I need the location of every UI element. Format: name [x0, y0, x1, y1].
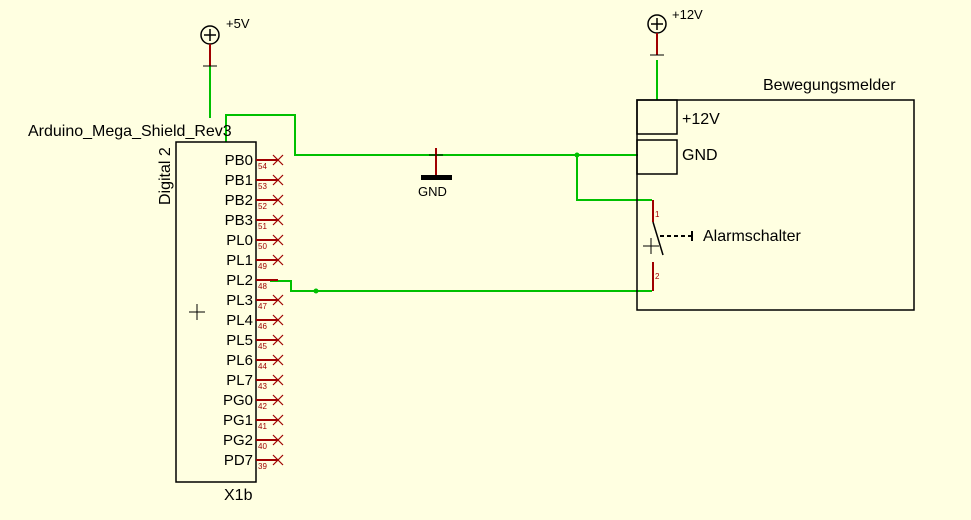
wires	[209, 60, 658, 292]
no-connect-mark	[272, 214, 284, 226]
alarm-switch: 1 2 Alarmschalter	[643, 200, 801, 291]
supply-5v-label: +5V	[226, 16, 250, 31]
switch-pin2-number: 2	[655, 272, 660, 281]
no-connect-mark	[272, 334, 284, 346]
switch-contact	[652, 221, 664, 256]
arduino-pin-pb1: PB1 53	[225, 172, 284, 191]
pin-number-label: 54	[258, 162, 267, 171]
pin-name-label: PB3	[225, 212, 253, 229]
arduino-pin-pg0: PG0 42	[223, 392, 284, 411]
junction-dot-pl2	[313, 288, 319, 294]
no-connect-mark	[272, 414, 284, 426]
arduino-title: Arduino_Mega_Shield_Rev3	[28, 123, 232, 140]
supply-12v-label: +12V	[672, 7, 703, 22]
pin-number-label: 53	[258, 182, 267, 191]
pin-number-label: 48	[258, 282, 267, 291]
wire-pl2-net	[270, 280, 652, 292]
arduino-pin-pb2: PB2 52	[225, 192, 284, 211]
pin-number-label: 41	[258, 422, 267, 431]
sensor-body	[636, 99, 915, 311]
arduino-block: Arduino_Mega_Shield_Rev3 Digital 2 PB0 54…	[28, 123, 284, 504]
ground-symbol: GND	[418, 148, 452, 199]
pin-number-label: 42	[258, 402, 267, 411]
arduino-ref: X1b	[224, 487, 253, 504]
arduino-pin-pl3: PL3 47	[226, 292, 284, 311]
sensor-terminal-12v	[636, 99, 678, 135]
sensor-terminal-gnd	[636, 139, 678, 175]
pin-number-label: 44	[258, 362, 267, 371]
pin-name-label: PL1	[226, 252, 253, 269]
pin-name-label: PB1	[225, 172, 253, 189]
pin-name-label: PG0	[223, 392, 253, 409]
wire-pb0-net	[225, 114, 638, 156]
junction-dot-gnd	[574, 152, 580, 158]
pin-number-label: 52	[258, 202, 267, 211]
no-connect-mark	[272, 174, 284, 186]
arduino-pin-pg2: PG2 40	[223, 432, 284, 451]
no-connect-mark	[272, 454, 284, 466]
ground-label: GND	[418, 184, 447, 199]
no-connect-mark	[272, 294, 284, 306]
no-connect-mark	[272, 374, 284, 386]
arduino-pin-pg1: PG1 41	[223, 412, 284, 431]
sensor-pin-gnd-label: GND	[682, 147, 718, 164]
arduino-pin-pl2: PL2 48	[226, 272, 278, 291]
no-connect-mark	[272, 354, 284, 366]
no-connect-mark	[272, 394, 284, 406]
pin-number-label: 49	[258, 262, 267, 271]
arduino-pin-pb0: PB0 54	[225, 152, 284, 171]
pin-name-label: PL6	[226, 352, 253, 369]
pin-number-label: 40	[258, 442, 267, 451]
arduino-body	[175, 141, 257, 483]
pin-number-label: 50	[258, 242, 267, 251]
supply-12v: +12V	[647, 7, 703, 56]
pin-name-label: PB2	[225, 192, 253, 209]
no-connect-mark	[272, 254, 284, 266]
pin-name-label: PB0	[225, 152, 253, 169]
no-connect-mark	[272, 154, 284, 166]
pin-name-label: PL4	[226, 312, 253, 329]
pin-name-label: PG2	[223, 432, 253, 449]
pin-number-label: 46	[258, 322, 267, 331]
pin-number-label: 45	[258, 342, 267, 351]
pin-name-label: PL0	[226, 232, 253, 249]
pin-name-label: PL2	[226, 272, 253, 289]
ground-bar	[421, 175, 452, 180]
sensor-block: Bewegungsmelder +12V GND 1 2 Alarmschalt…	[636, 77, 915, 311]
arduino-pin-pl7: PL7 43	[226, 372, 284, 391]
arduino-pin-pl1: PL1 49	[226, 252, 284, 271]
arduino-group-label: Digital 2	[157, 147, 174, 205]
supply-5v: +5V	[200, 16, 250, 67]
no-connect-mark	[272, 314, 284, 326]
sensor-pin-12v-label: +12V	[682, 111, 720, 128]
no-connect-mark	[272, 234, 284, 246]
arduino-pin-pl4: PL4 46	[226, 312, 284, 331]
no-connect-mark	[272, 434, 284, 446]
alarm-switch-label: Alarmschalter	[703, 228, 801, 245]
wire-switch-pin1	[576, 155, 652, 201]
pin-name-label: PD7	[224, 452, 253, 469]
arduino-pin-pl5: PL5 45	[226, 332, 284, 351]
pin-name-label: PL5	[226, 332, 253, 349]
pin-number-label: 43	[258, 382, 267, 391]
pin-name-label: PL7	[226, 372, 253, 389]
arduino-pin-pb3: PB3 51	[225, 212, 284, 231]
pin-name-label: PG1	[223, 412, 253, 429]
pin-name-label: PL3	[226, 292, 253, 309]
arduino-pin-pl0: PL0 50	[226, 232, 284, 251]
pin-number-label: 51	[258, 222, 267, 231]
arduino-pin-pd7: PD7 39	[224, 452, 284, 471]
switch-pin1-number: 1	[655, 210, 660, 219]
sensor-title: Bewegungsmelder	[763, 77, 896, 94]
pin-number-label: 39	[258, 462, 267, 471]
pin-number-label: 47	[258, 302, 267, 311]
arduino-pin-pl6: PL6 44	[226, 352, 284, 371]
no-connect-mark	[272, 194, 284, 206]
